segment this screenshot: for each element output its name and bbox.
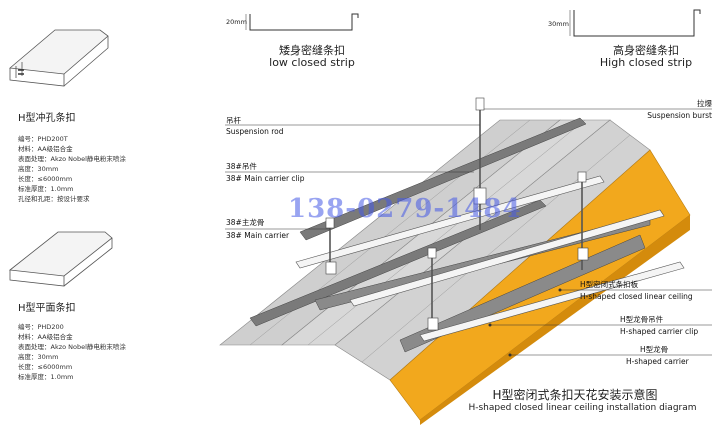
spec-line: 表面处理：Akzo Nobel静电粉末喷涂	[18, 343, 126, 351]
low-strip-profile	[245, 13, 359, 31]
spec-line: 长度：≤6000mm	[18, 363, 73, 371]
label-clip-cn: 38#吊件	[226, 162, 257, 171]
high-strip-profile	[569, 9, 701, 37]
spec-line: 高度：30mm	[18, 165, 59, 173]
product-specs-flat: 编号：PHD200 材料：AA级铝合金 表面处理：Akzo Nobel静电粉末喷…	[18, 322, 126, 382]
label-h-clip-en: H-shaped carrier clip	[620, 327, 699, 336]
label-burst-cn: 拉爆	[697, 99, 712, 108]
spec-line: 孔径和孔距：按设计要求	[18, 195, 90, 203]
low-strip-title-en: low closed strip	[269, 56, 355, 69]
spec-line: 表面处理：Akzo Nobel静电粉末喷涂	[18, 155, 126, 163]
label-panel-en: H-shaped closed linear ceiling	[580, 292, 693, 301]
product-specs-perforated: 编号：PHD200T 材料：AA级铝合金 表面处理：Akzo Nobel静电粉末…	[18, 134, 126, 204]
low-strip-dimension: 20mm	[226, 18, 247, 26]
label-clip-en: 38# Main carrier clip	[226, 174, 305, 183]
diagram-caption-en: H-shaped closed linear ceiling installat…	[468, 403, 697, 413]
product-title-flat: H型平面条扣	[18, 303, 76, 314]
label-panel-cn: H型密闭式条扣板	[580, 280, 639, 289]
perforated-strip-drawing	[9, 29, 109, 87]
spec-line: 材料：AA级铝合金	[18, 333, 73, 341]
low-strip-title-cn: 矮身密缝条扣	[279, 44, 345, 57]
label-rod-cn: 吊杆	[226, 116, 241, 125]
high-strip-title-cn: 高身密缝条扣	[613, 44, 679, 57]
high-strip-title-en: High closed strip	[599, 56, 693, 69]
high-strip-dimension: 30mm	[548, 20, 569, 28]
spec-line: 长度：≤6000mm	[18, 175, 73, 183]
spec-line: 高度：30mm	[18, 353, 59, 361]
label-burst-en: Suspension burst	[647, 111, 712, 120]
flat-strip-drawing	[8, 231, 113, 287]
label-main-carrier-en: 38# Main carrier	[226, 231, 290, 240]
spec-line: 编号：PHD200	[18, 323, 64, 331]
spec-line: 标准厚度：1.0mm	[18, 185, 74, 193]
label-rod-en: Suspension rod	[226, 127, 284, 136]
diagram-caption-cn: H型密闭式条扣天花安装示意图	[492, 388, 658, 402]
spec-line: 标准厚度：1.0mm	[18, 373, 74, 381]
label-main-carrier-cn: 38#主龙骨	[226, 218, 265, 227]
ceiling-installation-drawing	[219, 97, 712, 425]
phone-watermark: 138-0279-1484	[288, 194, 522, 224]
label-h-carrier-cn: H型龙骨	[640, 345, 669, 354]
product-title-perforated: H型冲孔条扣	[18, 113, 76, 124]
label-h-carrier-en: H-shaped carrier	[626, 357, 689, 366]
spec-line: 材料：AA级铝合金	[18, 145, 73, 153]
label-h-clip-cn: H型龙骨吊件	[620, 315, 664, 324]
spec-line: 编号：PHD200T	[18, 135, 68, 143]
